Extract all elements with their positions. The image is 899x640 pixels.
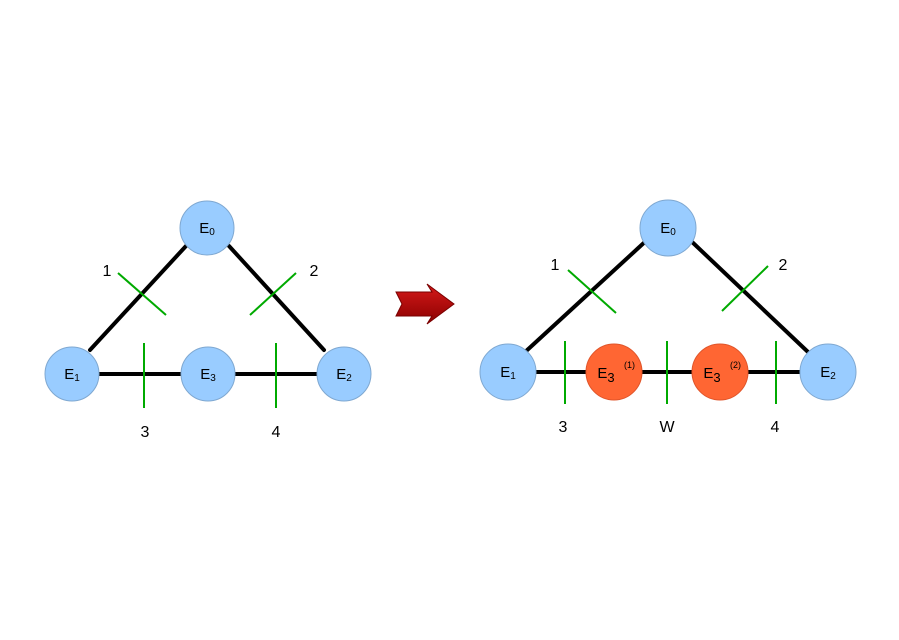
- svg-text:E1: E1: [500, 364, 516, 382]
- left-cut-2: [249, 272, 297, 316]
- right-node-e2: E2: [799, 343, 857, 401]
- left-cut-label-4: 4: [272, 424, 281, 441]
- left-node-e3: E3: [180, 346, 236, 402]
- right-cut-label-3: 3: [559, 419, 568, 436]
- right-node-e3b-sub: 3: [713, 370, 720, 385]
- svg-text:E3: E3: [597, 365, 614, 385]
- right-cut-label-w: W: [659, 419, 675, 436]
- left-node-e3-base: E: [200, 366, 210, 383]
- svg-text:E0: E0: [199, 220, 215, 238]
- right-node-e3a-sub: 3: [607, 370, 614, 385]
- left-cut-label-3: 3: [141, 424, 150, 441]
- right-node-e3-split-2: E3 (2): [691, 343, 749, 401]
- left-cut-label-1: 1: [103, 263, 112, 280]
- left-edges: [88, 244, 326, 376]
- left-node-e2: E2: [316, 346, 372, 402]
- right-cuts: [564, 265, 777, 404]
- right-node-e3b-base: E: [703, 365, 713, 382]
- right-node-e2-sub: 2: [830, 371, 836, 382]
- right-node-e2-base: E: [820, 364, 830, 381]
- right-graph: 1 2 3 W 4 E0 E1 E3 (1) E3 (2) E2: [479, 199, 857, 436]
- right-node-e1-base: E: [500, 364, 510, 381]
- right-node-e1: E1: [479, 343, 537, 401]
- left-graph: 1 2 3 4 E0 E1 E3 E2: [44, 200, 372, 441]
- right-node-e0: E0: [639, 199, 697, 257]
- svg-text:E2: E2: [336, 366, 352, 384]
- left-cut-label-2: 2: [310, 263, 319, 280]
- right-node-e0-base: E: [660, 220, 670, 237]
- left-cut-1: [117, 272, 167, 316]
- left-edge-e0-e1: [88, 244, 188, 352]
- right-cut-label-1: 1: [551, 257, 560, 274]
- left-node-e1-base: E: [64, 366, 74, 383]
- left-node-e0-sub: 0: [209, 227, 215, 238]
- right-cut-1: [567, 269, 617, 314]
- right-cut-label-2: 2: [779, 257, 788, 274]
- right-cut-2: [721, 265, 769, 312]
- left-node-e1: E1: [44, 346, 100, 402]
- right-edge-e0-e1: [522, 238, 649, 355]
- svg-text:E0: E0: [660, 220, 676, 238]
- left-node-e3-sub: 3: [210, 373, 216, 384]
- left-node-e2-base: E: [336, 366, 346, 383]
- right-cut-label-4: 4: [771, 419, 780, 436]
- right-node-e1-sub: 1: [510, 371, 516, 382]
- right-edge-e0-e2: [688, 238, 810, 354]
- right-node-e3a-base: E: [597, 365, 607, 382]
- right-arrow-icon: [395, 283, 455, 325]
- right-node-e3-split-1: E3 (1): [585, 343, 643, 401]
- left-edge-e0-e2: [227, 244, 326, 352]
- left-node-e2-sub: 2: [346, 373, 352, 384]
- left-node-e0: E0: [179, 200, 235, 256]
- right-node-e0-sub: 0: [670, 227, 676, 238]
- right-node-e3a-sup: (1): [624, 360, 635, 370]
- left-cuts: [117, 272, 297, 408]
- svg-text:E3: E3: [703, 365, 720, 385]
- svg-text:E1: E1: [64, 366, 80, 384]
- left-node-e1-sub: 1: [74, 373, 80, 384]
- svg-text:E3: E3: [200, 366, 216, 384]
- right-node-e3b-sup: (2): [730, 360, 741, 370]
- left-node-e0-base: E: [199, 220, 209, 237]
- svg-text:E2: E2: [820, 364, 836, 382]
